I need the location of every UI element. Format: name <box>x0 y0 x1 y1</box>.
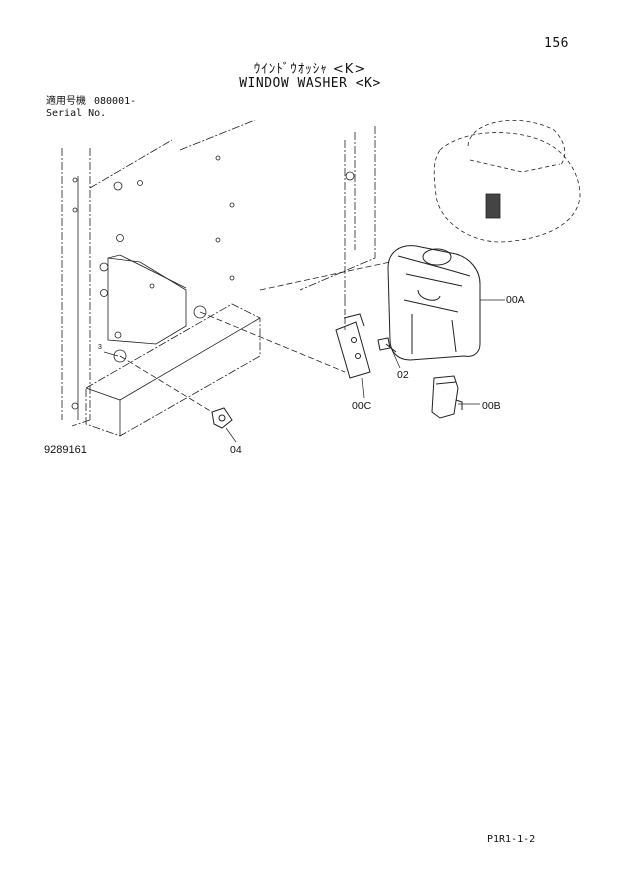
page-code: P1R1-1-2 <box>487 834 536 845</box>
page-number: 156 <box>544 36 569 51</box>
washer-pump <box>431 375 463 419</box>
title-japanese: ｳｲﾝﾄﾞｳｵｯｼｬ <K> <box>253 62 367 77</box>
serial-block: 適用号機 080001- Serial No. <box>46 96 136 120</box>
part-label-bolt: 02 <box>397 369 409 381</box>
exploded-parts-diagram <box>61 120 581 443</box>
part-label-pump: 00B <box>482 400 501 412</box>
bracket-plate <box>107 254 207 363</box>
part-label-tank: 00A <box>506 294 525 306</box>
serial-value: 080001- <box>94 96 137 107</box>
frame-beam <box>85 303 261 437</box>
hose-clip <box>211 407 233 429</box>
part-label-small-mark: 3 <box>98 344 102 351</box>
callout-lines <box>103 299 505 443</box>
part-label-clip: 04 <box>230 444 242 456</box>
bolt <box>377 337 397 353</box>
serial-label-en: Serial No. <box>46 108 107 119</box>
title-english: WINDOW WASHER <K> <box>239 76 381 91</box>
serial-label-jp: 適用号機 <box>46 96 86 107</box>
assembly-leader-lines <box>119 261 391 413</box>
serial-row: 適用号機 080001- <box>46 96 136 108</box>
drawing-number: 9289161 <box>44 444 87 456</box>
washer-tank <box>387 245 481 361</box>
part-label-bracket: 00C <box>352 400 372 412</box>
tank-bracket <box>335 313 371 379</box>
cab-frame-panel <box>61 120 376 427</box>
excavator-inset-view <box>433 120 581 243</box>
